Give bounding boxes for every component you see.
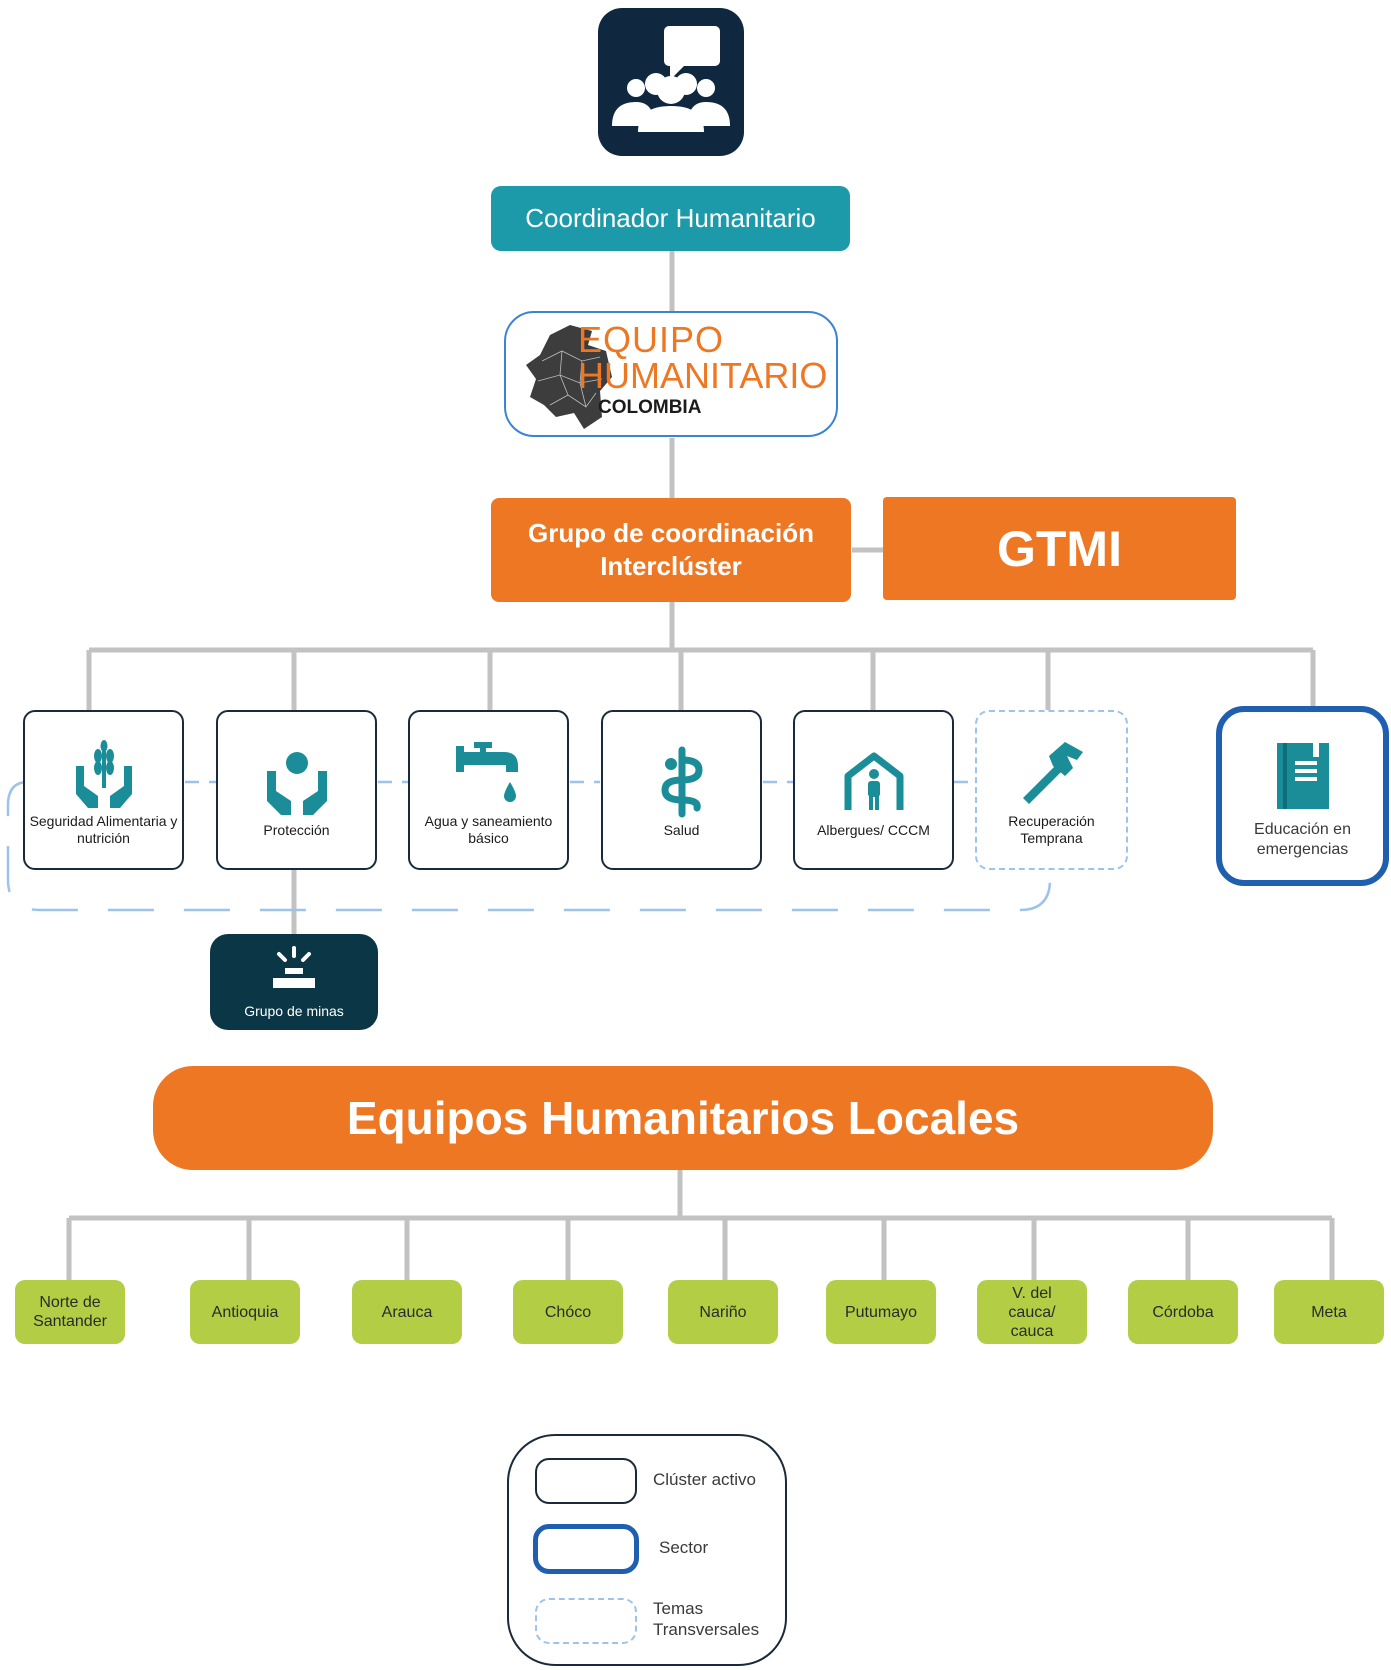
- wheat-hands-icon: [74, 733, 134, 813]
- local-teams-banner: Equipos Humanitarios Locales: [153, 1066, 1213, 1170]
- logo-line3: COLOMBIA: [598, 397, 702, 418]
- cluster-label: Salud: [663, 821, 700, 838]
- intercluster-line1: Grupo de coordinación: [527, 518, 814, 548]
- cluster-agua-saneamiento: Agua y saneamiento básico: [408, 710, 569, 870]
- legend-swatch-active: [535, 1458, 637, 1504]
- cluster-albergues-cccm: Albergues/ CCCM: [793, 710, 954, 870]
- local-teams-label: Equipos Humanitarios Locales: [346, 1092, 1020, 1144]
- region-label: Norte de Santander: [33, 1294, 107, 1330]
- water-tap-icon: [454, 733, 524, 813]
- hammer-icon: [1017, 733, 1087, 813]
- region-valle-cauca: V. del cauca/ cauca: [977, 1280, 1087, 1344]
- gtmi-box: GTMI: [883, 497, 1236, 600]
- subgroup-label: Grupo de minas: [244, 1002, 344, 1019]
- cluster-proteccion: Protección: [216, 710, 377, 870]
- intercluster-line2: Interclúster: [600, 551, 742, 581]
- cluster-seguridad-alimentaria: Seguridad Alimentaria y nutrición: [23, 710, 184, 870]
- region-cordoba: Córdoba: [1128, 1280, 1238, 1344]
- region-label: Putumayo: [844, 1303, 918, 1321]
- region-label: Arauca: [381, 1303, 433, 1321]
- region-norte-santander: Norte de Santander: [15, 1280, 125, 1344]
- legend-label-transversal: Temas Transversales: [653, 1599, 760, 1639]
- grupo-de-minas: Grupo de minas: [210, 934, 378, 1030]
- coordinator-label: Coordinador Humanitario: [525, 203, 816, 233]
- gtmi-label: GTMI: [997, 520, 1122, 577]
- region-label: Chóco: [544, 1303, 592, 1321]
- legend: Clúster activo Sector Temas Transversale…: [507, 1434, 787, 1666]
- protection-hands-icon: [265, 742, 329, 822]
- equipo-humanitario-logo: EQUIPO HUMANITARIO COLOMBIA: [504, 311, 838, 437]
- sector-educacion: Educación en emergencias: [1216, 706, 1389, 886]
- region-label: V. del cauca/ cauca: [1008, 1284, 1056, 1340]
- colombia-map-icon: [526, 325, 612, 429]
- cluster-label: Protección: [263, 821, 330, 838]
- region-narino: Nariño: [668, 1280, 778, 1344]
- cluster-salud: Salud: [601, 710, 762, 870]
- legend-label-sector: Sector: [659, 1538, 709, 1557]
- legend-swatch-sector: [533, 1524, 639, 1574]
- book-icon: [1275, 732, 1331, 820]
- coordinator-box: Coordinador Humanitario: [491, 186, 850, 251]
- region-antioquia: Antioquia: [190, 1280, 300, 1344]
- region-arauca: Arauca: [352, 1280, 462, 1344]
- region-label: Córdoba: [1152, 1303, 1214, 1321]
- health-caduceus-icon: [657, 742, 707, 822]
- meeting-group-icon: [598, 8, 744, 156]
- logo-line2: HUMANITARIO: [578, 355, 828, 396]
- shelter-icon: [842, 742, 906, 822]
- cluster-label: Agua y saneamiento básico: [424, 813, 553, 846]
- region-meta: Meta: [1274, 1280, 1384, 1344]
- cluster-recuperacion-temprana: Recuperación Temprana: [975, 710, 1128, 870]
- region-choco: Chóco: [513, 1280, 623, 1344]
- region-putumayo: Putumayo: [826, 1280, 936, 1344]
- region-label: Meta: [1311, 1303, 1347, 1321]
- region-label: Nariño: [699, 1303, 747, 1321]
- cluster-label: Recuperación Temprana: [1008, 813, 1095, 846]
- cluster-label: Albergues/ CCCM: [817, 821, 930, 838]
- mine-icon: [269, 945, 319, 997]
- logo-line1: EQUIPO: [578, 319, 725, 360]
- legend-swatch-transversal: [535, 1598, 637, 1644]
- sector-label: Educación en emergencias: [1254, 821, 1351, 858]
- cluster-label: Seguridad Alimentaria y nutrición: [29, 813, 178, 846]
- intercluster-box: Grupo de coordinación Interclúster: [491, 498, 851, 602]
- region-label: Antioquia: [211, 1303, 279, 1321]
- legend-label-active: Clúster activo: [653, 1470, 756, 1489]
